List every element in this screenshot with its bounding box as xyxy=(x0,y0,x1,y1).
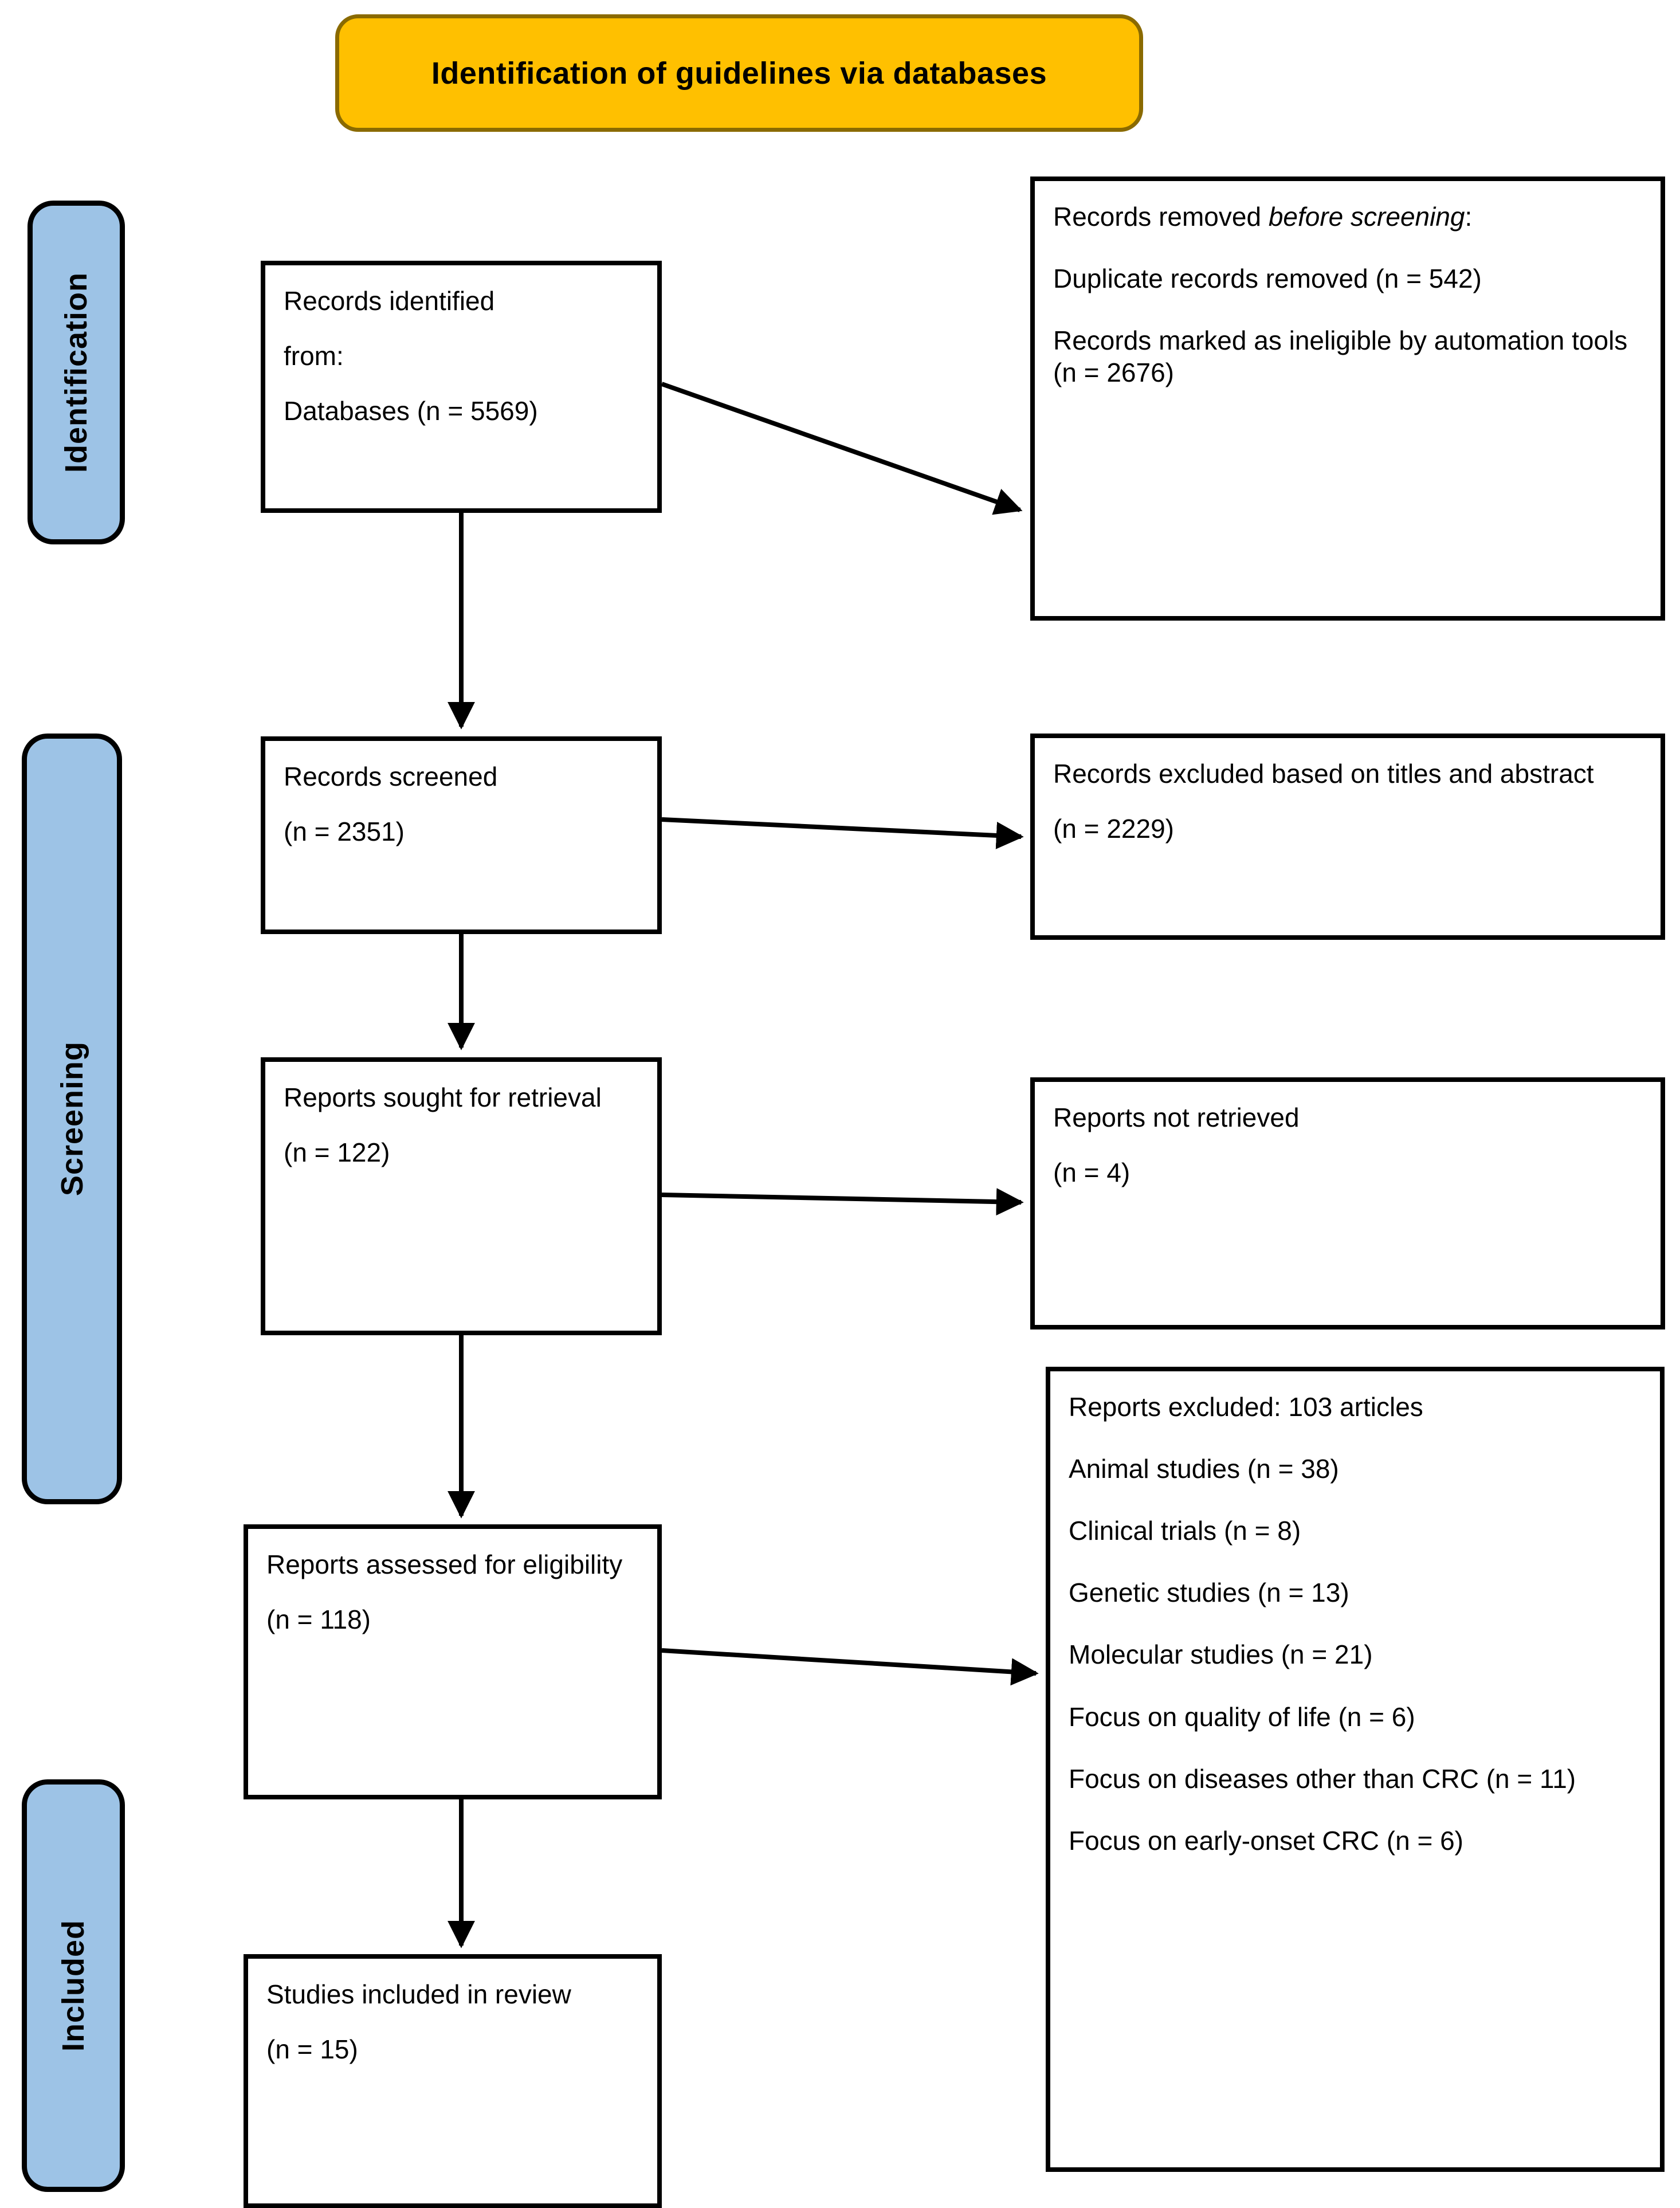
stage-label-screening: Screening xyxy=(22,734,122,1504)
box-records-screened: Records screened (n = 2351) xyxy=(261,736,662,934)
arrow-screened-to-excluded xyxy=(661,817,1024,849)
records-excluded-titles-label: Records excluded based on titles and abs… xyxy=(1053,759,1594,789)
records-removed-heading-prefix: Records removed xyxy=(1053,202,1269,232)
reports-excluded-reason: Focus on quality of life (n = 6) xyxy=(1069,1701,1415,1732)
box-records-identified: Records identified from: Databases (n = … xyxy=(261,261,662,513)
records-removed-heading-italic: before screening xyxy=(1268,202,1465,232)
reports-sought-label: Reports sought for retrieval xyxy=(284,1083,602,1112)
records-screened-label: Records screened xyxy=(284,762,498,791)
reports-not-retrieved-count: (n = 4) xyxy=(1053,1158,1131,1188)
stage-label-identification-text: Identification xyxy=(59,272,93,473)
box-reports-excluded-reasons: Reports excluded: 103 articles Animal st… xyxy=(1046,1367,1665,2172)
studies-included-label: Studies included in review xyxy=(266,1979,571,2009)
box-records-excluded-titles-abstract: Records excluded based on titles and abs… xyxy=(1030,734,1665,940)
studies-included-count: (n = 15) xyxy=(266,2034,358,2065)
stage-label-included: Included xyxy=(22,1779,125,2192)
stage-label-included-text: Included xyxy=(56,1919,91,2052)
reports-excluded-heading: Reports excluded: 103 articles xyxy=(1069,1392,1423,1422)
records-removed-heading-suffix: : xyxy=(1465,202,1473,232)
reports-excluded-reason: Animal studies (n = 38) xyxy=(1069,1454,1339,1484)
arrow-sought-to-notretrieved xyxy=(661,1188,1024,1216)
box-records-removed-before-screening: Records removed before screening: Duplic… xyxy=(1030,177,1665,621)
box-reports-assessed-for-eligibility: Reports assessed for eligibility (n = 11… xyxy=(244,1524,662,1799)
records-marked-ineligible: Records marked as ineligible by automati… xyxy=(1053,325,1628,388)
records-excluded-titles-count: (n = 2229) xyxy=(1053,814,1174,844)
reports-assessed-label: Reports assessed for eligibility xyxy=(266,1550,623,1579)
reports-excluded-reason: Genetic studies (n = 13) xyxy=(1069,1578,1349,1608)
box-reports-not-retrieved: Reports not retrieved (n = 4) xyxy=(1030,1077,1665,1329)
reports-not-retrieved-label: Reports not retrieved xyxy=(1053,1103,1300,1132)
reports-excluded-reason: Focus on early-onset CRC (n = 6) xyxy=(1069,1825,1463,1856)
diagram-title-banner: Identification of guidelines via databas… xyxy=(335,14,1143,132)
records-identified-line2: from: xyxy=(284,341,344,371)
records-identified-databases: Databases (n = 5569) xyxy=(284,396,538,426)
stage-label-identification: Identification xyxy=(28,201,125,544)
records-removed-heading: Records removed before screening: xyxy=(1053,201,1642,233)
stage-label-screening-text: Screening xyxy=(54,1041,89,1197)
arrow-assessed-to-excluded xyxy=(661,1648,1039,1686)
arrow-identified-to-removed xyxy=(661,382,1023,515)
reports-excluded-reason: Focus on diseases other than CRC (n = 11… xyxy=(1069,1763,1576,1794)
reports-excluded-reason: Molecular studies (n = 21) xyxy=(1069,1640,1373,1670)
records-identified-line1: Records identified xyxy=(284,286,495,316)
box-reports-sought-for-retrieval: Reports sought for retrieval (n = 122) xyxy=(261,1057,662,1335)
diagram-title: Identification of guidelines via databas… xyxy=(431,56,1047,91)
box-studies-included-in-review: Studies included in review (n = 15) xyxy=(244,1954,662,2208)
duplicate-records-removed: Duplicate records removed (n = 542) xyxy=(1053,264,1482,294)
reports-excluded-reason: Clinical trials (n = 8) xyxy=(1069,1516,1301,1546)
records-screened-count: (n = 2351) xyxy=(284,817,405,847)
reports-assessed-count: (n = 118) xyxy=(266,1605,371,1635)
reports-sought-count: (n = 122) xyxy=(284,1138,390,1168)
